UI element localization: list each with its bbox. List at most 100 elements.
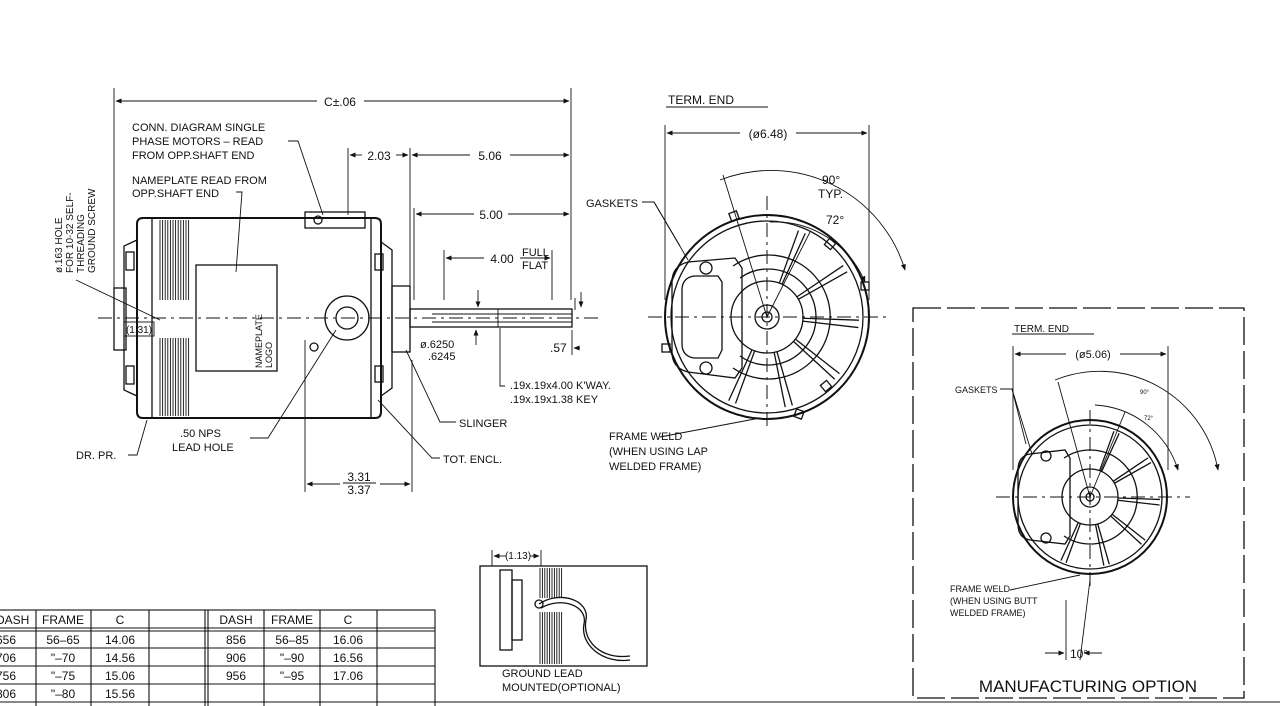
- table-row: 15.56: [105, 687, 135, 701]
- ground-detail-fins: [539, 568, 563, 664]
- table-row: 856: [226, 633, 246, 647]
- rib-line: [802, 317, 859, 321]
- rib-line: [1065, 523, 1082, 564]
- table-header-frame-right: FRAME: [271, 613, 313, 627]
- rib-line: [1117, 497, 1160, 501]
- rib-line: [1114, 462, 1152, 484]
- table-row: 56–65: [46, 633, 80, 647]
- conn-diagram-note-2: PHASE MOTORS – READ: [132, 136, 263, 148]
- angle-72-label: 72°: [826, 213, 844, 227]
- slinger-label: SLINGER: [459, 418, 507, 430]
- full-flat-1: FULL: [522, 247, 549, 259]
- keyway-2: .19x.19x1.38 KEY: [510, 394, 599, 406]
- nameplate-note-1: NAMEPLATE READ FROM: [132, 175, 267, 187]
- table-header-dash-left: DASH: [0, 613, 29, 627]
- conn-diagram-note-3: FROM OPP.SHAFT END: [132, 150, 255, 162]
- mfg-gaskets-label: GASKETS: [955, 385, 998, 395]
- frame-weld-3: WELDED FRAME): [609, 461, 701, 473]
- rib-line: [1060, 522, 1079, 561]
- table-row: "–80: [51, 687, 76, 701]
- table-row: 16.56: [333, 651, 363, 665]
- frame-weld-2: (WHEN USING LAP: [609, 446, 708, 458]
- ground-note-4: GROUND SCREW: [87, 188, 98, 273]
- rib-line: [1110, 515, 1142, 545]
- rib-line: [1111, 513, 1146, 541]
- ground-note-1: ø.163 HOLE: [54, 217, 65, 273]
- dim-337: 3.37: [347, 483, 371, 497]
- dim-400: 4.00: [490, 252, 514, 266]
- shaft-dia-2: .6245: [428, 351, 456, 363]
- rib-line: [773, 352, 786, 408]
- ground-lead-detail: (1.13) GROUND LEAD MOUNTED(OPTIONAL): [479, 550, 648, 694]
- table-row: 14.06: [105, 633, 135, 647]
- mfg-frame-weld-2: (WHEN USING BUTT: [950, 596, 1038, 606]
- table-row: 656: [0, 633, 16, 647]
- table-row: "–75: [51, 669, 76, 683]
- term-dia-label: (ø6.48): [749, 127, 788, 141]
- rib-line: [1112, 457, 1149, 482]
- rib-line: [1098, 430, 1115, 471]
- cooling-fins-top: [159, 220, 190, 300]
- table-header-c-left: C: [116, 613, 125, 627]
- nameplate-logo-1: NAMEPLATE: [254, 314, 264, 368]
- table-row: 956: [226, 669, 246, 683]
- nameplate-note-2: OPP.SHAFT END: [132, 188, 219, 200]
- table-row: "–95: [280, 669, 305, 683]
- keyway-1: .19x.19x4.00 K'WAY.: [510, 380, 611, 392]
- gaskets-label: GASKETS: [586, 198, 638, 210]
- term-end-title: TERM. END: [668, 93, 734, 107]
- table-row: 706: [0, 651, 16, 665]
- dim-331: 3.31: [347, 470, 371, 484]
- mfg-dia-label: (ø5.06): [1075, 349, 1110, 361]
- table-row: "–70: [51, 651, 76, 665]
- dim-c-label: C±.06: [324, 95, 356, 109]
- table-row: 16.06: [333, 633, 363, 647]
- rib-line: [781, 233, 806, 285]
- table-header-frame-left: FRAME: [42, 613, 84, 627]
- mfg-frame-weld-1: FRAME WELD: [950, 584, 1011, 594]
- table-row: "–90: [280, 651, 305, 665]
- rib-line: [1097, 523, 1110, 565]
- rib-line: [796, 265, 844, 298]
- rib-line: [1117, 499, 1160, 506]
- table-row: 906: [226, 651, 246, 665]
- dash-frame-table: DASH FRAME C DASH FRAME C 656 56–65 14.0…: [0, 609, 436, 706]
- dim-131: (1.31): [126, 325, 152, 336]
- rib-line: [776, 351, 793, 406]
- rib-line: [728, 349, 753, 401]
- ground-dim-label: (1.13): [505, 551, 531, 562]
- dr-pr-label: DR. PR.: [76, 450, 116, 462]
- main-side-view: C±.06 CONN. DIAGRAM SINGLE PHASE MOTORS …: [54, 88, 611, 497]
- table-row: 806: [0, 687, 16, 701]
- dim-500: 5.00: [479, 208, 503, 222]
- frame-weld-1: FRAME WELD: [609, 431, 682, 443]
- rib-line: [798, 271, 848, 300]
- terminal-end-view: TERM. END (ø6.48): [586, 93, 906, 473]
- mfg-angle-a: 90°: [1140, 390, 1150, 396]
- rib-line: [1094, 524, 1105, 566]
- cooling-fins-bottom: [159, 338, 190, 416]
- full-flat-2: FLAT: [522, 260, 548, 272]
- table-row: 56–85: [275, 633, 309, 647]
- shaft-dia-1: ø.6250: [420, 339, 454, 351]
- conn-diagram-note-1: CONN. DIAGRAM SINGLE: [132, 122, 265, 134]
- table-row: 17.06: [333, 669, 363, 683]
- mfg-caption: MANUFACTURING OPTION: [979, 677, 1197, 696]
- dim-57: .57: [550, 341, 567, 355]
- mfg-term-end-title: TERM. END: [1014, 324, 1069, 335]
- rib-line: [802, 320, 859, 329]
- mfg-angle-b: 72°: [1144, 416, 1154, 422]
- table-header-dash-right: DASH: [219, 613, 252, 627]
- rib-line: [734, 350, 756, 404]
- mfg-ribs: [1060, 430, 1160, 566]
- term-end-ribs: [728, 230, 859, 408]
- mfg-frame-weld-3: WELDED FRAME): [950, 608, 1026, 618]
- angle-90-label: 90°: [822, 173, 840, 187]
- nameplate-logo-2: LOGO: [264, 342, 274, 368]
- nps-label-1: .50 NPS: [180, 428, 221, 440]
- ground-label-1: GROUND LEAD: [502, 668, 583, 680]
- table-row: 756: [0, 669, 16, 683]
- ground-note-3: THREADING: [76, 214, 87, 273]
- tot-encl-label: TOT. ENCL.: [443, 454, 502, 466]
